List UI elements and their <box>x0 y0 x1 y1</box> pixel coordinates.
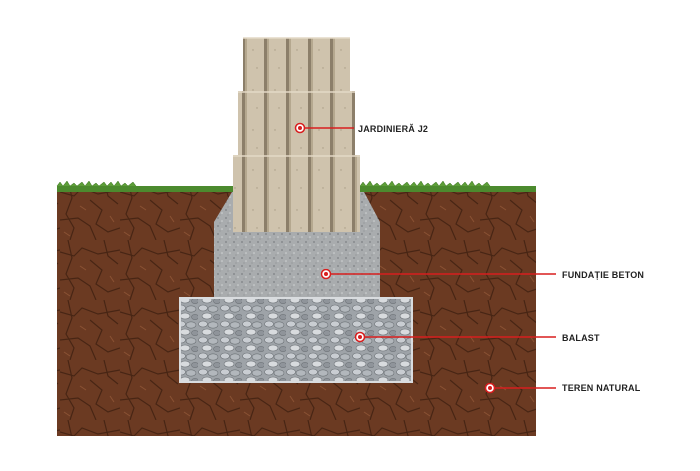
planter-ring-middle <box>238 91 355 157</box>
leader-concrete-foundation <box>320 268 556 280</box>
planter-ring-top <box>243 38 350 94</box>
leader-planter <box>294 122 354 134</box>
planter-ring-bottom <box>233 155 360 232</box>
ballast-layer <box>179 297 413 383</box>
label-planter: JARDINIERĂ J2 <box>358 124 429 134</box>
grass-blades <box>56 180 491 187</box>
label-natural-ground: TEREN NATURAL <box>562 383 641 393</box>
label-concrete-foundation: FUNDAȚIE BETON <box>562 270 645 280</box>
leader-ballast <box>354 331 556 343</box>
label-ballast: BALAST <box>562 333 600 343</box>
leader-natural-ground <box>484 382 556 394</box>
